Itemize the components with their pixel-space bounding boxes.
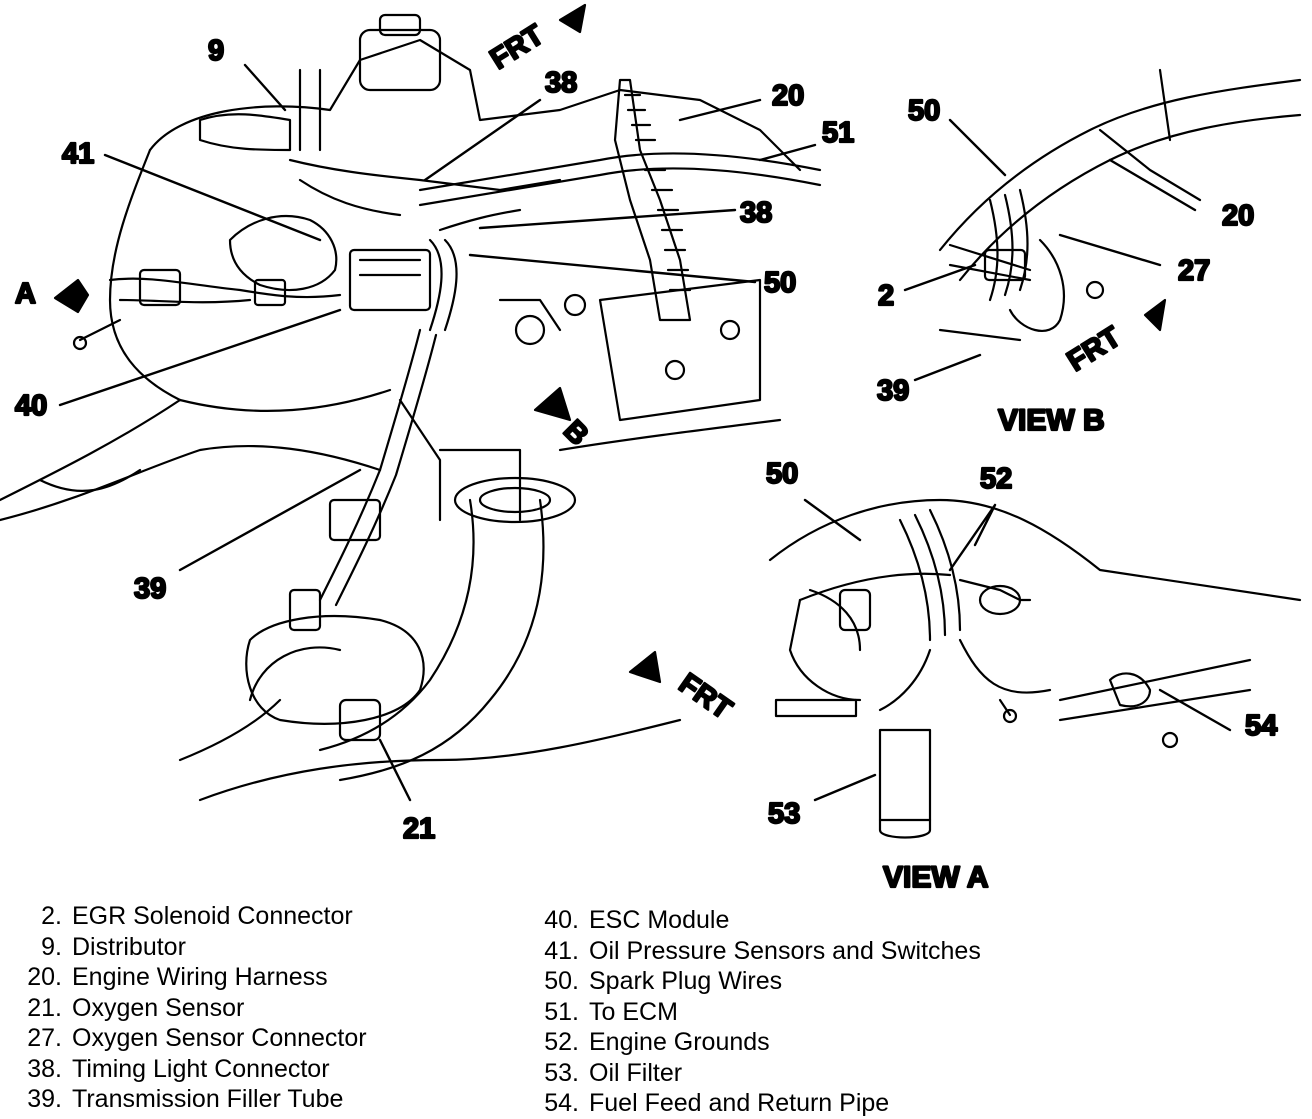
label-39-view-b: 39 [877,375,909,407]
front-direction-arrow-main [558,3,587,34]
legend-number: 9. [41,932,62,961]
legend-number: 27. [27,1024,62,1052]
label-2: 2 [878,280,894,312]
legend-item: 39. Transmission Filler Tube [10,1084,367,1115]
legend-number: 51. [544,997,579,1026]
legend-number: 52. [544,1028,579,1056]
legend-item: 52. Engine Grounds [527,1027,981,1058]
legend-text: Distributor [72,932,186,961]
legend-item: 21. Oxygen Sensor [10,993,367,1024]
label-9: 9 [208,35,224,67]
legend-text: Oil Pressure Sensors and Switches [589,936,981,965]
callout-labels: 9 38 20 51 41 38 50 A 40 39 21 50 20 27 … [14,18,1278,890]
legend-text: Engine Grounds [589,1028,770,1056]
legend-left-column: 2. EGR Solenoid Connector 9. Distributor 2… [10,901,367,1115]
label-41: 41 [62,138,94,170]
label-20-view-b: 20 [1222,200,1254,232]
legend-number: 39. [27,1085,62,1113]
label-27: 27 [1178,255,1210,287]
label-51: 51 [822,117,854,149]
label-53: 53 [768,798,800,830]
legend-text: Oil Filter [589,1058,683,1087]
view-a-title: VIEW A [883,861,989,890]
legend-number: 21. [27,993,62,1022]
legend-text: Fuel Feed and Return Pipe [589,1089,890,1117]
legend-text: To ECM [589,997,678,1026]
label-view-a-indicator: A [15,278,36,310]
label-40: 40 [15,390,47,422]
engine-diagram: 9 38 20 51 41 38 50 A 40 39 21 50 20 27 … [0,3,1302,890]
label-50-view-a: 50 [766,458,798,490]
label-39-main: 39 [134,573,166,605]
legend-number: 41. [544,936,579,965]
legend-number: 38. [27,1054,62,1083]
legend-item: 9. Distributor [10,932,367,963]
legend-text: EGR Solenoid Connector [72,902,353,930]
label-38-mid: 38 [740,197,772,229]
legend-item: 50. Spark Plug Wires [527,966,981,997]
legend-number: 53. [544,1058,579,1087]
view-a-indicator-arrow [53,278,90,314]
legend-right-column: 40. ESC Module 41. Oil Pressure Sensors an… [527,905,981,1119]
legend-item: 54. Fuel Feed and Return Pipe [527,1088,981,1119]
label-50-main: 50 [764,267,796,299]
main-engine-illustration [0,13,822,802]
frt-label-view-a: FRT [673,668,738,727]
frt-label-view-b: FRT [1062,321,1127,378]
legend-text: Engine Wiring Harness [72,963,328,991]
view-a-illustration [768,498,1302,839]
legend-item: 20. Engine Wiring Harness [10,962,367,993]
legend-item: 51. To ECM [527,997,981,1028]
view-b-title: VIEW B [998,404,1105,437]
legend-text: Oxygen Sensor [72,993,245,1022]
label-52: 52 [980,463,1012,495]
legend-item: 40. ESC Module [527,905,981,936]
legend-item: 41. Oil Pressure Sensors and Switches [527,936,981,967]
front-direction-arrow-view-a [628,650,662,684]
label-54: 54 [1245,710,1277,742]
legend-item: 2. EGR Solenoid Connector [10,901,367,932]
legend-number: 54. [544,1089,579,1117]
legend-text: Timing Light Connector [72,1054,330,1083]
legend-item: 38. Timing Light Connector [10,1054,367,1085]
legend-number: 40. [544,906,579,934]
front-direction-arrow-view-b [1143,298,1167,332]
label-20-main: 20 [772,80,804,112]
legend-text: Spark Plug Wires [589,967,783,995]
legend-text: Oxygen Sensor Connector [72,1024,367,1052]
legend-text: Transmission Filler Tube [72,1085,344,1113]
legend-number: 20. [27,963,62,991]
label-21: 21 [403,813,435,845]
legend-number: 50. [544,967,579,995]
legend-text: ESC Module [589,906,730,934]
legend-item: 53. Oil Filter [527,1058,981,1089]
leader-lines [58,63,1232,802]
legend-item: 27. Oxygen Sensor Connector [10,1023,367,1054]
label-50-view-b: 50 [908,95,940,127]
frt-label-main: FRT [485,19,550,76]
legend-number: 2. [41,902,62,930]
label-38-top: 38 [545,67,577,99]
view-b-indicator-arrow [533,386,572,422]
